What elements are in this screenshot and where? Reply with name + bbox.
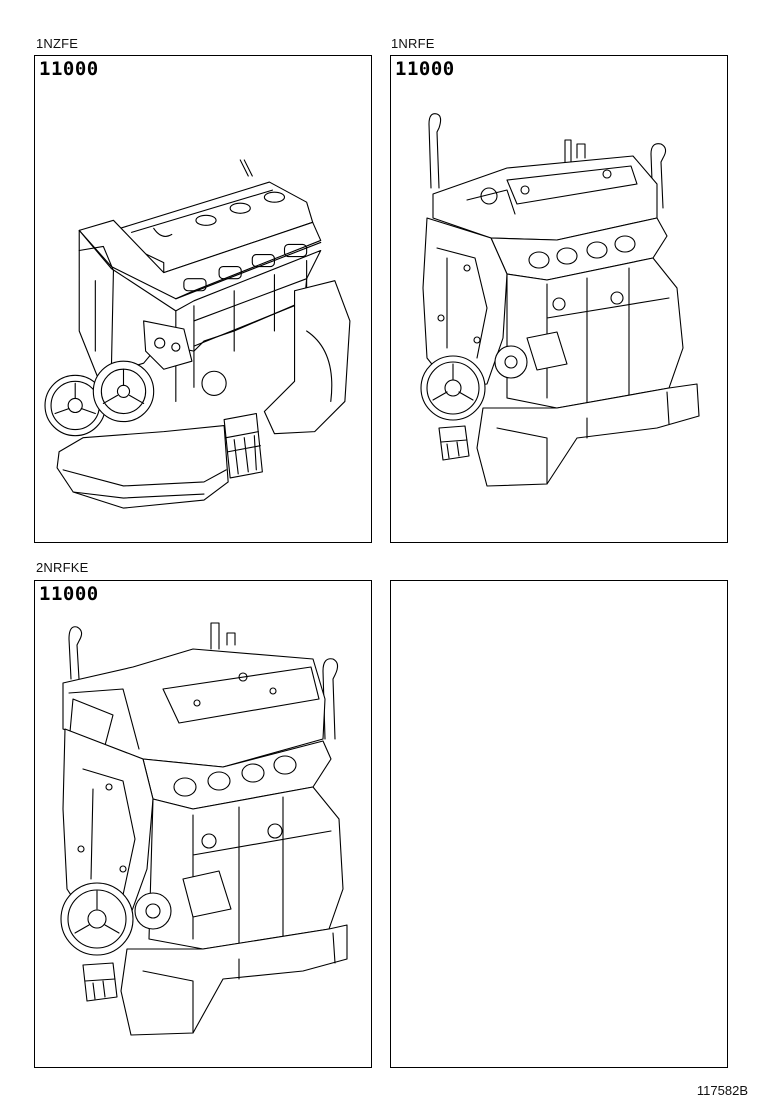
panel-label-1nzfe: 1NZFE: [36, 36, 79, 51]
panel-1nzfe[interactable]: 11000: [34, 55, 372, 543]
engine-assembly-1nzfe-illustration: [43, 131, 365, 531]
part-number-label[interactable]: 11000: [39, 58, 99, 80]
engine-assembly-1nrfe-illustration: [407, 108, 707, 498]
part-number-label[interactable]: 11000: [39, 583, 99, 605]
panel-label-2nrfke: 2NRFKE: [36, 560, 89, 575]
panel-empty: [390, 580, 728, 1068]
engine-assembly-2nrfke-illustration: [43, 619, 363, 1059]
panel-1nrfe[interactable]: 11000: [390, 55, 728, 543]
panel-label-1nrfe: 1NRFE: [391, 36, 435, 51]
figure-id: 117582B: [696, 1083, 748, 1098]
part-number-label[interactable]: 11000: [395, 58, 455, 80]
panel-2nrfke[interactable]: 11000: [34, 580, 372, 1068]
